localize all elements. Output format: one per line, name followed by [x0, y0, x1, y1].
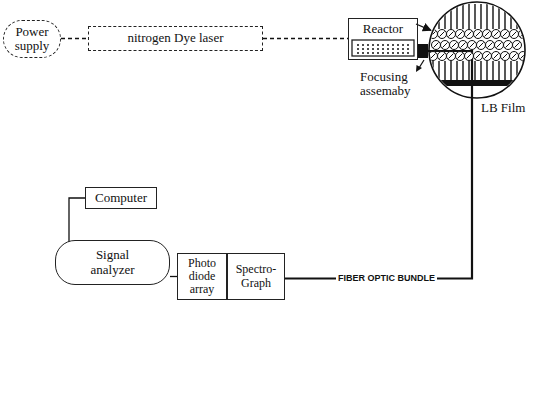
sample-dot	[387, 44, 389, 46]
sample-dot	[367, 44, 369, 46]
callout-label: Focusing assemaby	[360, 70, 418, 99]
node-label: Power supply	[7, 25, 57, 54]
sample-dot	[377, 52, 379, 54]
sample-dot	[362, 44, 364, 46]
node-label: Spectro-Graph	[231, 263, 281, 289]
sample-dot	[387, 48, 389, 50]
sample-dot	[397, 48, 399, 50]
node-label: LB Film	[481, 101, 525, 115]
spectrograph-box: Spectro-Graph	[227, 253, 285, 300]
sample-dot	[377, 48, 379, 50]
sample-dot	[392, 44, 394, 46]
magnifier-circle	[429, 2, 525, 98]
lb-film-circle: LB Film	[425, 0, 535, 118]
sample-dot	[392, 52, 394, 54]
node-label: Photo diode array	[181, 257, 223, 297]
laser-box: nitrogen Dye laser	[88, 26, 263, 51]
connector	[61, 38, 88, 39]
sample-dot	[392, 48, 394, 50]
sample-dot	[407, 52, 409, 54]
power-supply-box: Power supply	[3, 20, 61, 58]
connector	[263, 38, 348, 39]
leader-arrowhead	[416, 65, 422, 72]
sample-dot	[402, 44, 404, 46]
photodiode-array-box: Photo diode array	[177, 253, 227, 300]
sample-dot	[387, 52, 389, 54]
sample-dots	[357, 44, 409, 54]
connector	[170, 276, 177, 277]
node-label: Signal analyzer	[80, 248, 146, 277]
sample-dot	[377, 44, 379, 46]
computer-box: Computer	[85, 187, 157, 209]
node-label: Reactor	[363, 22, 403, 36]
sample-dot	[372, 48, 374, 50]
node-label: nitrogen Dye laser	[127, 31, 223, 45]
sample-dot	[357, 48, 359, 50]
node-label: Computer	[95, 191, 147, 205]
sample-dot	[357, 44, 359, 46]
sample-dot	[402, 52, 404, 54]
reactor-box: Reactor	[348, 18, 418, 60]
sample-dot	[397, 44, 399, 46]
sample-dot	[382, 52, 384, 54]
sample-dot	[372, 52, 374, 54]
sample-dot	[367, 52, 369, 54]
sample-dot	[357, 52, 359, 54]
sample-dot	[397, 52, 399, 54]
sample-dot	[367, 48, 369, 50]
connector	[69, 198, 85, 243]
sample-dot	[362, 52, 364, 54]
sample-dot	[372, 44, 374, 46]
signal-analyzer-box: Signal analyzer	[55, 240, 170, 285]
sample-dot	[382, 44, 384, 46]
sample-dot	[362, 48, 364, 50]
sample-dot	[382, 48, 384, 50]
sample-dot	[402, 48, 404, 50]
connector	[416, 24, 431, 30]
reactor-tray	[352, 40, 414, 56]
sample-dot	[407, 44, 409, 46]
edge-label: FIBER OPTIC BUNDLE	[336, 274, 437, 284]
sample-dot	[407, 48, 409, 50]
